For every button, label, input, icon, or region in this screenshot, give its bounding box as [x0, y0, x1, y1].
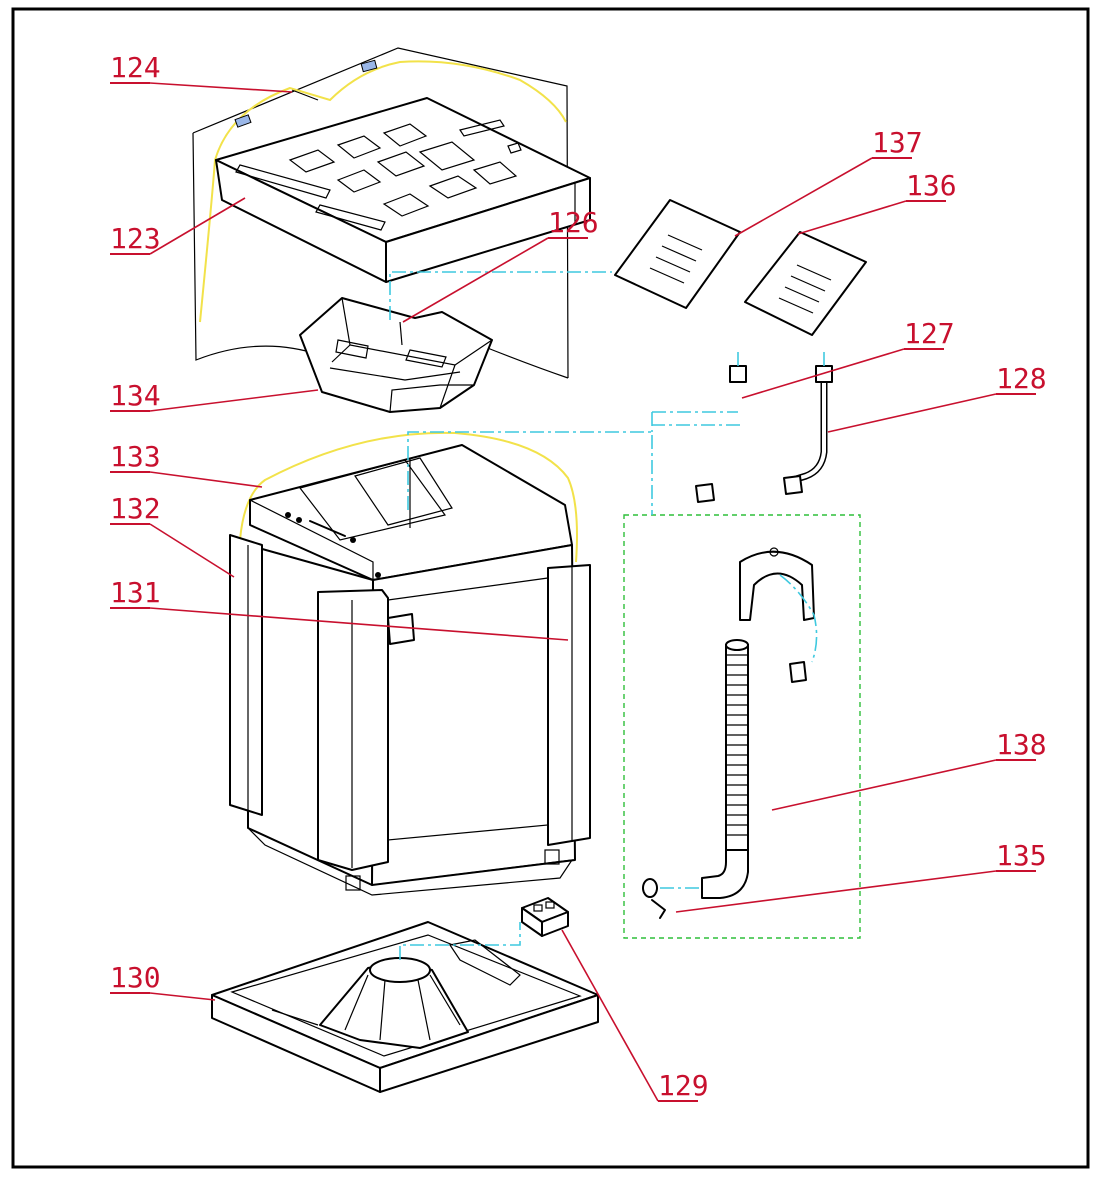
callout-label-136: 136 — [906, 169, 957, 202]
callout-label-124: 124 — [110, 51, 161, 84]
part-134-bottom-foam-insert — [299, 297, 493, 413]
part-127-inlet-hose — [695, 352, 747, 503]
part-136-warranty-card — [744, 231, 867, 336]
assembly-path-lines — [389, 271, 740, 960]
callout-label-128: 128 — [996, 362, 1047, 395]
part-129-connector-box — [521, 897, 569, 937]
callout-128: 128 — [827, 362, 1047, 433]
part-132-corner-foam — [229, 534, 591, 871]
callout-label-126: 126 — [548, 206, 599, 239]
callout-label-123: 123 — [110, 222, 161, 255]
callout-label-131: 131 — [110, 576, 161, 609]
part-138-drain-hose — [701, 547, 818, 899]
callout-134: 134 — [110, 379, 319, 412]
callout-133: 133 — [110, 440, 263, 488]
part-135-cable-tie — [642, 878, 700, 919]
drawing-frame — [11, 7, 1090, 1169]
callout-123: 123 — [110, 197, 246, 255]
callout-label-134: 134 — [110, 379, 161, 412]
callout-label-130: 130 — [110, 961, 161, 994]
callout-label-135: 135 — [996, 839, 1047, 872]
callout-label-137: 137 — [872, 126, 923, 159]
callout-label-132: 132 — [110, 492, 161, 525]
part-130-base-tray — [211, 921, 599, 1093]
callout-137: 137 — [734, 126, 923, 237]
part-128-inlet-hose — [783, 352, 833, 495]
callout-124: 124 — [110, 51, 293, 93]
part-131-cabinet — [247, 444, 576, 896]
callout-132: 132 — [110, 492, 235, 578]
callout-label-133: 133 — [110, 440, 161, 473]
callout-136: 136 — [797, 169, 957, 235]
callout-129: 129 — [561, 929, 709, 1102]
callout-127: 127 — [741, 317, 955, 399]
callout-label-138: 138 — [996, 728, 1047, 761]
callout-label-129: 129 — [658, 1069, 709, 1102]
part-137-manual — [614, 199, 741, 309]
accessory-group-box — [623, 514, 861, 939]
part-123-top-foam-cushion — [215, 97, 591, 283]
callout-126: 126 — [402, 206, 599, 323]
callout-138: 138 — [771, 728, 1047, 811]
callout-130: 130 — [110, 961, 216, 1001]
callout-label-127: 127 — [904, 317, 955, 350]
callout-135: 135 — [675, 839, 1047, 913]
part-124-protective-bag — [192, 47, 569, 379]
callout-131: 131 — [110, 576, 569, 641]
